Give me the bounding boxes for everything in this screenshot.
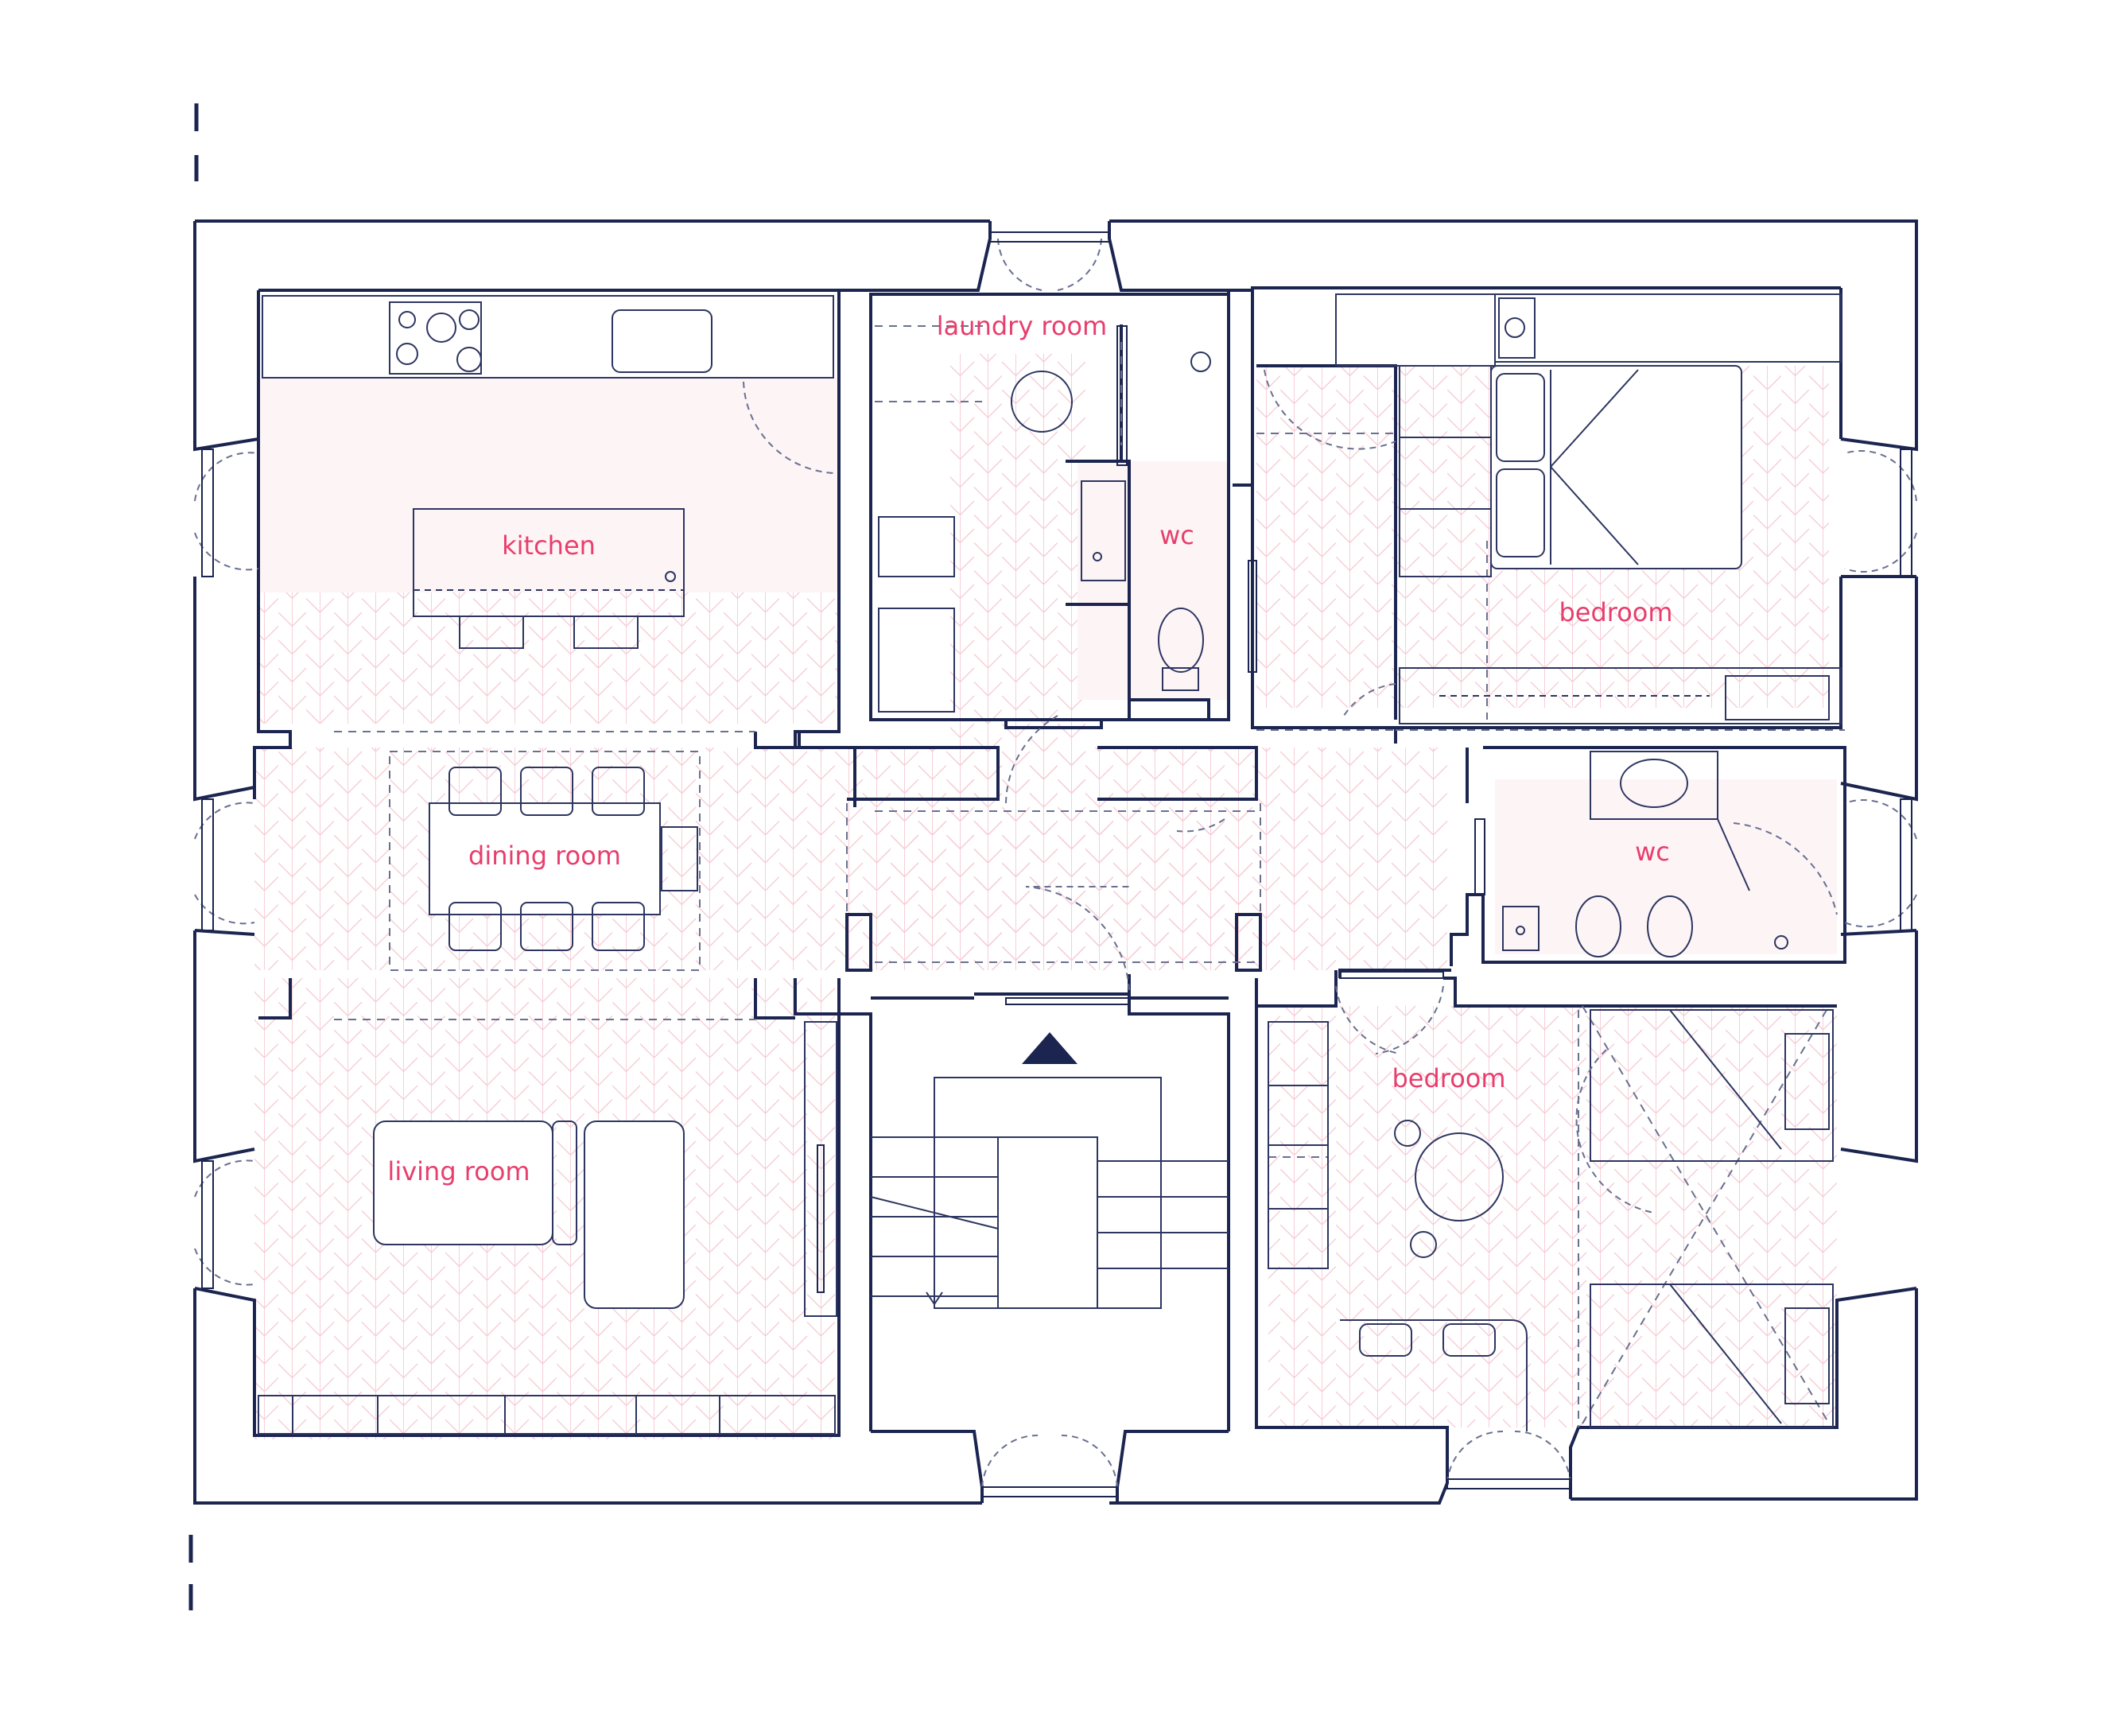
doors-windows xyxy=(194,238,1917,1488)
label-kitchen: kitchen xyxy=(502,530,596,561)
section-marks xyxy=(188,103,199,1610)
label-bedroom-lower: bedroom xyxy=(1392,1063,1505,1093)
living-furniture xyxy=(258,1021,837,1435)
window-frames xyxy=(201,231,1912,1497)
label-wc-upper: wc xyxy=(1159,520,1194,550)
dining-table xyxy=(429,767,698,951)
stairwell xyxy=(870,1077,1229,1309)
room-labels: kitchen laundry room wc bedroom dining r… xyxy=(387,311,1672,1186)
entrance-arrow-icon xyxy=(1022,1032,1077,1064)
bedroom-lower-fixtures xyxy=(1268,1009,1834,1431)
interior-walls xyxy=(258,290,1846,1431)
label-bedroom-upper: bedroom xyxy=(1559,597,1672,627)
label-dining-room: dining room xyxy=(468,841,621,871)
kitchen-fixtures xyxy=(262,295,836,649)
label-laundry-room: laundry room xyxy=(937,311,1107,341)
wc-right-fixtures xyxy=(1502,751,1838,957)
bedroom-upper-fixtures xyxy=(1264,293,1842,724)
label-wc-right: wc xyxy=(1635,837,1670,867)
outer-walls xyxy=(193,219,1918,1505)
laundry-fixtures xyxy=(878,351,1211,713)
label-living-room: living room xyxy=(387,1156,530,1186)
